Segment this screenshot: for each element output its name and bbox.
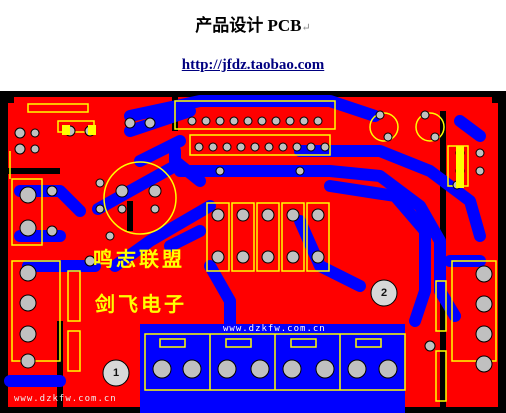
mounting-hole-1-label: 1 [112,367,120,379]
silkscreen-outlines [9,100,497,402]
watermark-corner: www.dzkfw.com.cn [14,394,117,404]
page-title-text: 产品设计 PCB [195,16,302,35]
watermark-center: www.dzkfw.com.cn [223,324,326,334]
pcb-layout-svg [0,91,506,413]
return-mark: ↵ [301,22,311,34]
silkscreen-fills [62,125,464,188]
component-pads [14,110,493,387]
silkscreen-label-2: 剑飞电子 [95,292,187,316]
mounting-hole-2-label: 2 [380,287,388,299]
silkscreen-label-1: 鸣志联盟 [93,247,185,271]
page-title: 产品设计 PCB↵ [0,11,506,36]
shop-link[interactable]: http://jfdz.taobao.com [181,57,325,73]
pcb-board-image: 鸣志联盟 剑飞电子 www.dzkfw.com.cn www.dzkfw.com… [0,91,506,413]
